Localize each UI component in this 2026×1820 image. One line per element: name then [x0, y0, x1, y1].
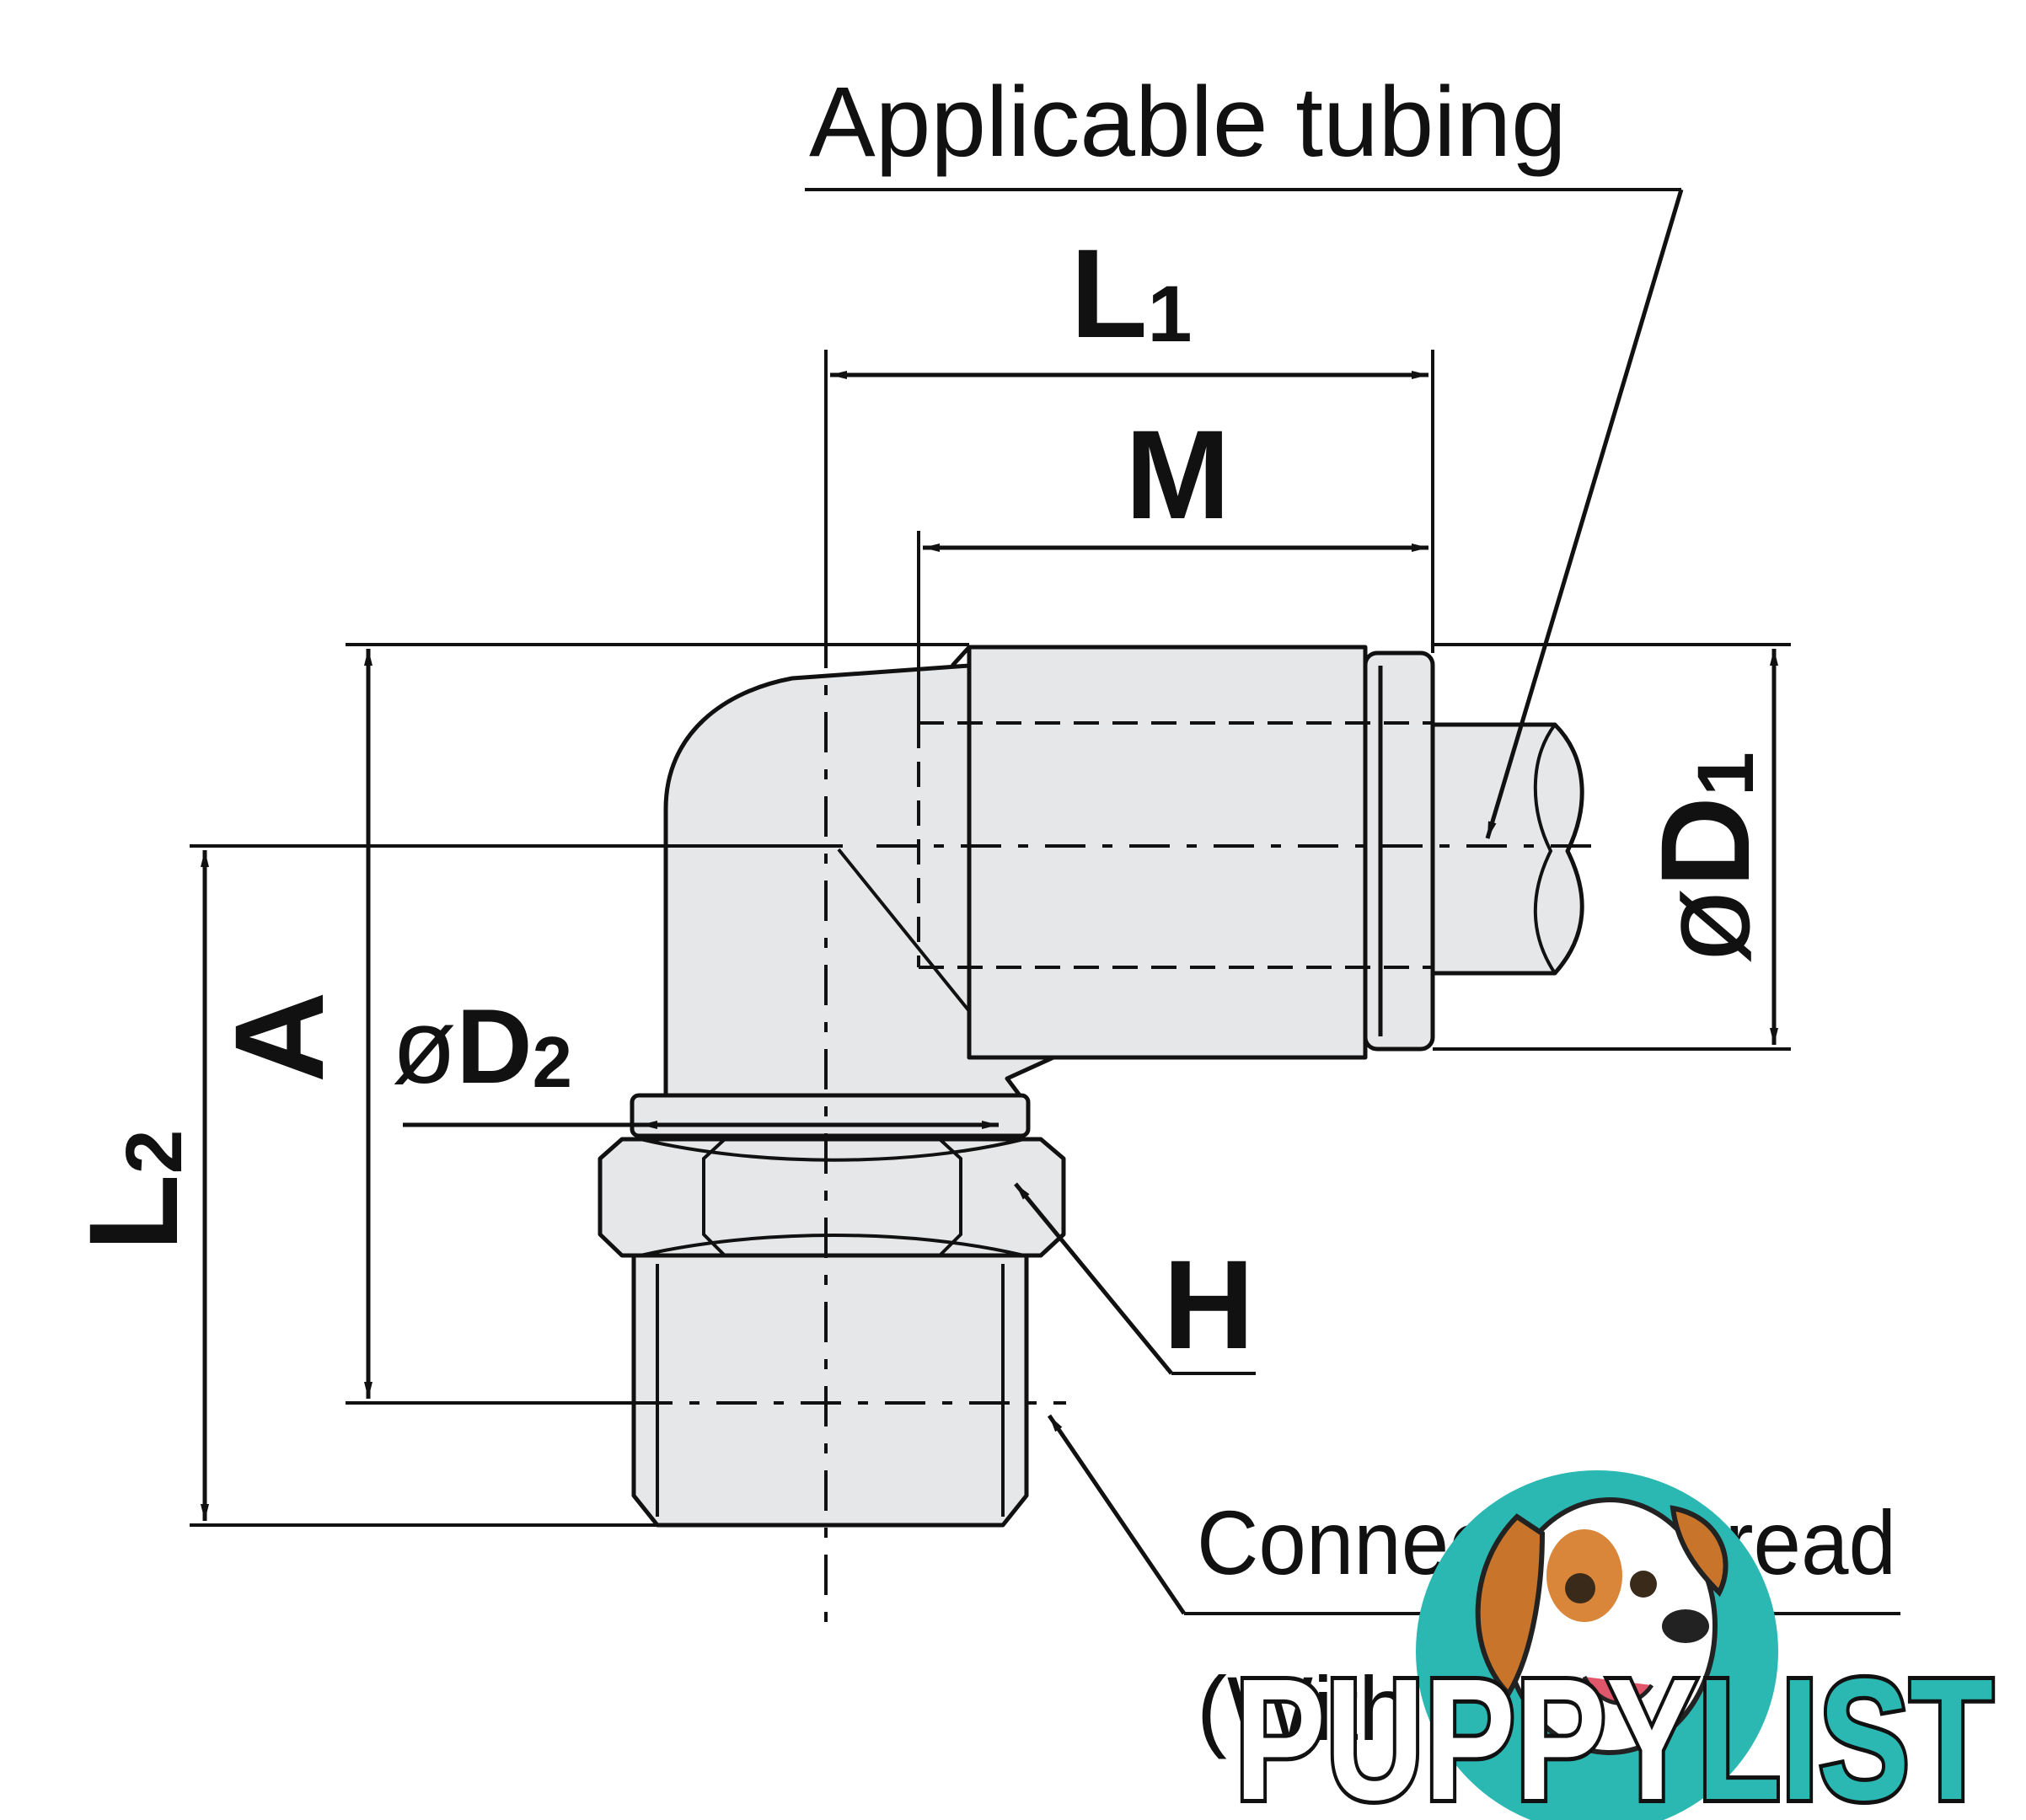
hex-nut: [598, 1137, 1066, 1258]
l1-label: L1: [1070, 222, 1192, 364]
fitting-body: [598, 645, 1584, 1528]
l2-label: L2: [62, 1130, 204, 1251]
centerlines: [632, 628, 1593, 1639]
h-label: H: [1163, 1234, 1254, 1375]
tubing-leader: [1485, 189, 1684, 839]
tube-side-body: [967, 645, 1368, 1060]
release-collar: [1363, 650, 1435, 1052]
m-label: M: [1125, 404, 1230, 545]
threaded-stem: [631, 1253, 1029, 1528]
a-label: A: [208, 992, 350, 1083]
puppylist-watermark: PUPPYLIST: [1230, 1470, 1997, 1820]
seat-collar: [630, 1093, 1031, 1138]
h-leader: [1014, 1182, 1173, 1375]
applicable-tubing: [1430, 722, 1584, 976]
d2-label: øD2: [392, 988, 572, 1105]
applicable-tubing-label: Applicable tubing: [809, 67, 1567, 178]
thread-leader: [1047, 1414, 1187, 1615]
watermark-brand: PUPPYLIST: [1235, 1643, 1993, 1820]
d1-label: øD1: [1634, 752, 1776, 965]
dog-logo-icon: [1475, 1497, 1729, 1755]
labels: Applicable tubing L1 M A øD2 L2 øD1 H Co…: [62, 67, 1896, 1759]
dimensions: [190, 350, 1791, 1527]
